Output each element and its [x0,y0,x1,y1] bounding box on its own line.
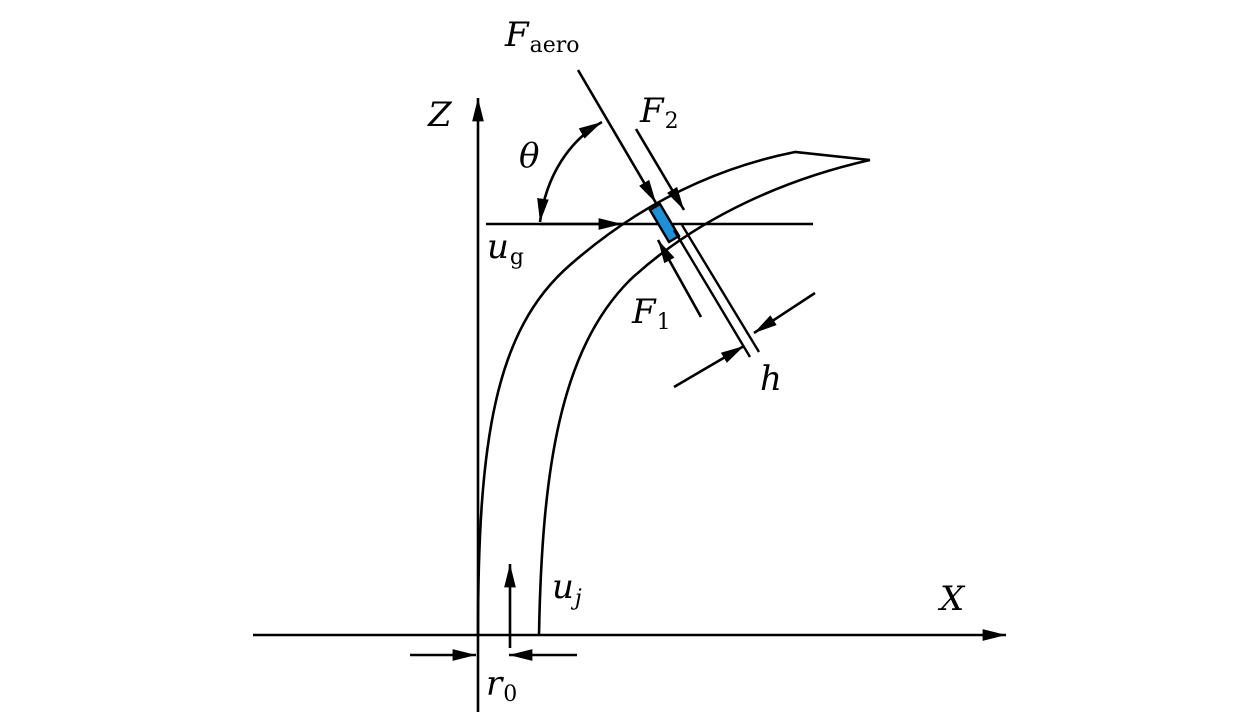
uj-label: uj [552,567,582,611]
h-arrow-left [673,344,745,389]
f-aero-label: Faero [504,15,580,58]
f2-arrow [634,128,686,211]
theta-label: θ [519,136,539,176]
h-line-2 [680,224,761,353]
z-axis-label: Z [427,95,453,135]
f1-arrow [656,239,703,318]
h-line-1 [672,229,752,358]
f2-label: F2 [639,91,679,134]
jet-inner-boundary [537,158,871,636]
plume-element [648,202,681,244]
h-label: h [760,359,782,399]
ug-label: ug [487,227,524,270]
f1-label: F1 [631,292,671,335]
h-arrow-right [753,291,816,335]
jet-outer-boundary [476,150,871,636]
theta-arc [537,120,603,223]
f-aero-arrow [576,69,658,204]
r0-label: r0 [486,664,517,707]
x-axis-label: X [937,579,966,619]
